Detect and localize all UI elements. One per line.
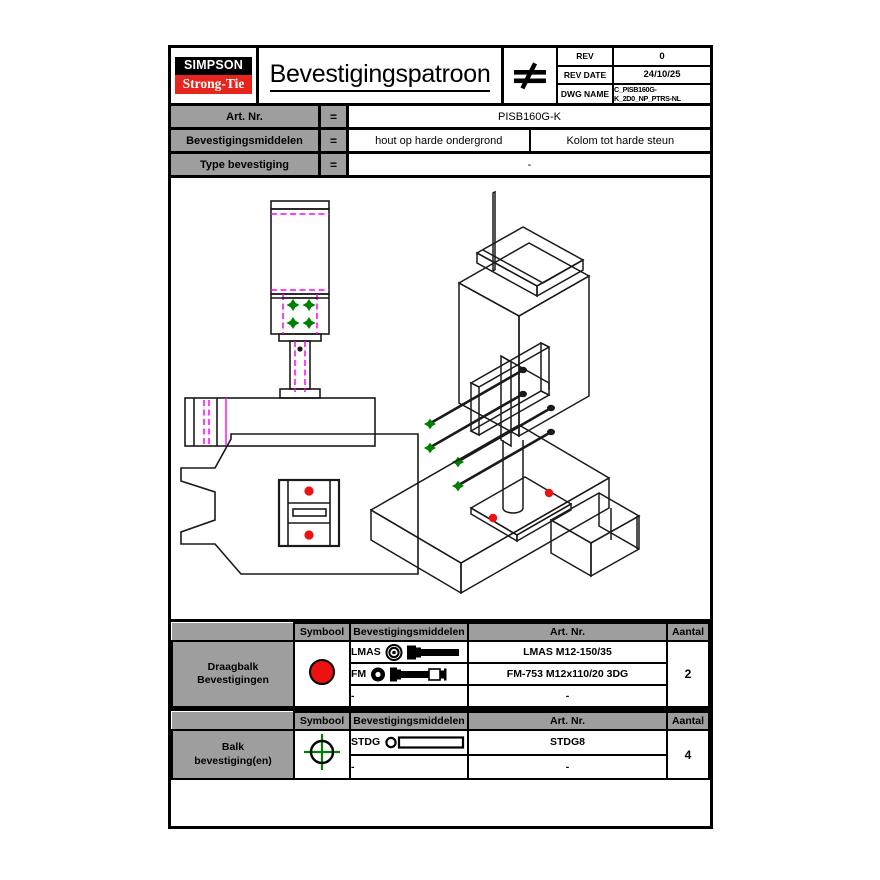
bom-group-label-2-line2: bevestiging(en) (194, 754, 272, 767)
spec-equals-fasteners: = (321, 130, 349, 151)
anchor-marker-3d (488, 513, 498, 523)
drawing-title: Bevestigingspatroon (259, 48, 504, 103)
bom-article-empty-2: - (467, 753, 668, 780)
washer-expansion-anchor-icon (371, 667, 447, 681)
technical-drawing (180, 190, 641, 595)
anchor-marker (304, 486, 314, 496)
spec-value-fixing-type: - (527, 158, 532, 171)
table-row: - - (172, 753, 709, 780)
red-filled-circle-icon (309, 658, 335, 685)
bom-fastener-fm: FM (349, 662, 469, 686)
bom-group-label-balk: Balk bevestiging(en) (171, 729, 295, 780)
spec-value-article-number: PISB160G-K (498, 110, 561, 123)
bom-group-label-draagbalk: Draagbalk Bevestigingen (171, 640, 295, 708)
bom-header-fasteners: Bevestigingsmiddelen (349, 622, 469, 642)
spec-value-fasteners-left: hout op harde ondergrond (349, 130, 531, 151)
bom-header-article: Art. Nr. (467, 622, 668, 642)
not-equal-icon (514, 61, 546, 89)
bom-fastener-empty-2: - (349, 753, 469, 780)
drawing-sheet: SIMPSON Strong-Tie Bevestigingspatroon R… (168, 45, 713, 829)
revision-block: REV 0 REV DATE 24/10/25 DWG NAME C_PISB1… (558, 48, 710, 103)
table-header-row: Symbool Bevestigingsmiddelen Art. Nr. Aa… (172, 622, 710, 642)
bom-header-article-2: Art. Nr. (467, 711, 668, 731)
table-row: Draagbalk Bevestigingen LMAS (171, 640, 710, 708)
front-elevation-view (184, 200, 376, 447)
plan-view (180, 433, 419, 575)
bom-article-stdg: STDG8 (467, 729, 668, 756)
washer-hex-bolt-icon (385, 643, 459, 661)
bom-article-lmas: LMAS M12-150/35 (467, 640, 668, 664)
revision-row: REV 0 (558, 48, 710, 67)
spec-value-fasteners-right: Kolom tot harde steun (566, 134, 675, 147)
spec-label-article-number: Art. Nr. (171, 106, 321, 127)
not-to-scale-symbol-cell (504, 48, 558, 103)
bom-fastener-empty: - (349, 684, 469, 708)
bom-article-empty: - (467, 684, 668, 708)
table-row: FM FM-753 M12x110/20 3DG (172, 662, 709, 686)
bom-article-fm: FM-753 M12x110/20 3DG (467, 662, 668, 686)
bom-fastener-stdg: STDG (349, 729, 469, 756)
simpson-strong-tie-logo: SIMPSON Strong-Tie (171, 48, 259, 103)
bom-group-header-blank (172, 623, 294, 641)
bolt-markers (286, 299, 316, 329)
rev-date-value: 24/10/25 (643, 69, 681, 81)
rev-value: 0 (659, 50, 665, 62)
drawing-canvas (171, 178, 710, 622)
bom-header-quantity-2: Aantal (666, 711, 710, 731)
table-row: - - (172, 684, 709, 708)
bom-header-quantity: Aantal (666, 622, 710, 642)
table-header-row: Symbool Bevestigingsmiddelen Art. Nr. Aa… (172, 711, 710, 731)
bom-fastener-lmas: LMAS (349, 640, 469, 664)
bom-header-symbool: Symbool (293, 622, 351, 642)
spec-row-fasteners: Bevestigingsmiddelen = hout op harde ond… (171, 130, 710, 154)
washer-dowel-icon (385, 736, 465, 749)
logo-simpson-text: SIMPSON (175, 57, 252, 75)
green-crosshair-circle-icon (304, 734, 340, 770)
spec-label-fixing-type: Type bevestiging (171, 154, 321, 175)
anchor-marker-3d (544, 488, 554, 498)
dwg-name-row: DWG NAME C_PISB160G-K_2D0_NP_PTRS-NL (558, 85, 710, 103)
title-block: SIMPSON Strong-Tie Bevestigingspatroon R… (171, 48, 710, 106)
spec-label-fasteners: Bevestigingsmiddelen (171, 130, 321, 151)
bom-group-label-line1: Draagbalk (207, 660, 259, 673)
center-dot (297, 346, 303, 352)
rev-date-label: REV DATE (558, 66, 614, 83)
bom-quantity-balk: 4 (666, 729, 710, 780)
bom-symbol-crosshair-cell (293, 729, 351, 780)
drawing-title-text: Bevestigingspatroon (269, 60, 491, 92)
spec-equals-fixing-type: = (321, 154, 349, 175)
bom-quantity-draagbalk: 2 (666, 640, 710, 708)
table-row: Balk bevestiging(en) STDG (171, 729, 710, 780)
bom-fastener-label-fm: FM (351, 668, 367, 680)
revision-date-row: REV DATE 24/10/25 (558, 66, 710, 85)
bom-table-draagbalk: Symbool Bevestigingsmiddelen Art. Nr. Aa… (171, 622, 710, 711)
bom-header-fasteners-2: Bevestigingsmiddelen (349, 711, 469, 731)
dwg-name-label: DWG NAME (558, 85, 614, 103)
dwg-name-value: C_PISB160G-K_2D0_NP_PTRS-NL (614, 85, 681, 103)
bom-symbol-red-circle-cell (293, 640, 351, 708)
spec-equals-article-number: = (321, 106, 349, 127)
bom-fastener-label-stdg: STDG (351, 736, 381, 749)
bom-fastener-label-lmas: LMAS (351, 646, 381, 658)
anchor-marker (304, 530, 314, 540)
logo-strong-tie-text: Strong-Tie (175, 74, 252, 94)
bom-header-symbool-2: Symbool (293, 711, 351, 731)
spec-row-fixing-type: Type bevestiging = - (171, 154, 710, 178)
bom-group-header-blank-2 (172, 712, 294, 730)
rev-label: REV (558, 48, 614, 65)
isometric-3d-view (369, 190, 641, 595)
spec-row-article-number: Art. Nr. = PISB160G-K (171, 106, 710, 130)
bom-group-label-line2: Bevestigingen (197, 674, 269, 686)
bom-table-balk: Symbool Bevestigingsmiddelen Art. Nr. Aa… (171, 711, 710, 780)
bom-group-label-2-line1: Balk (221, 741, 245, 754)
